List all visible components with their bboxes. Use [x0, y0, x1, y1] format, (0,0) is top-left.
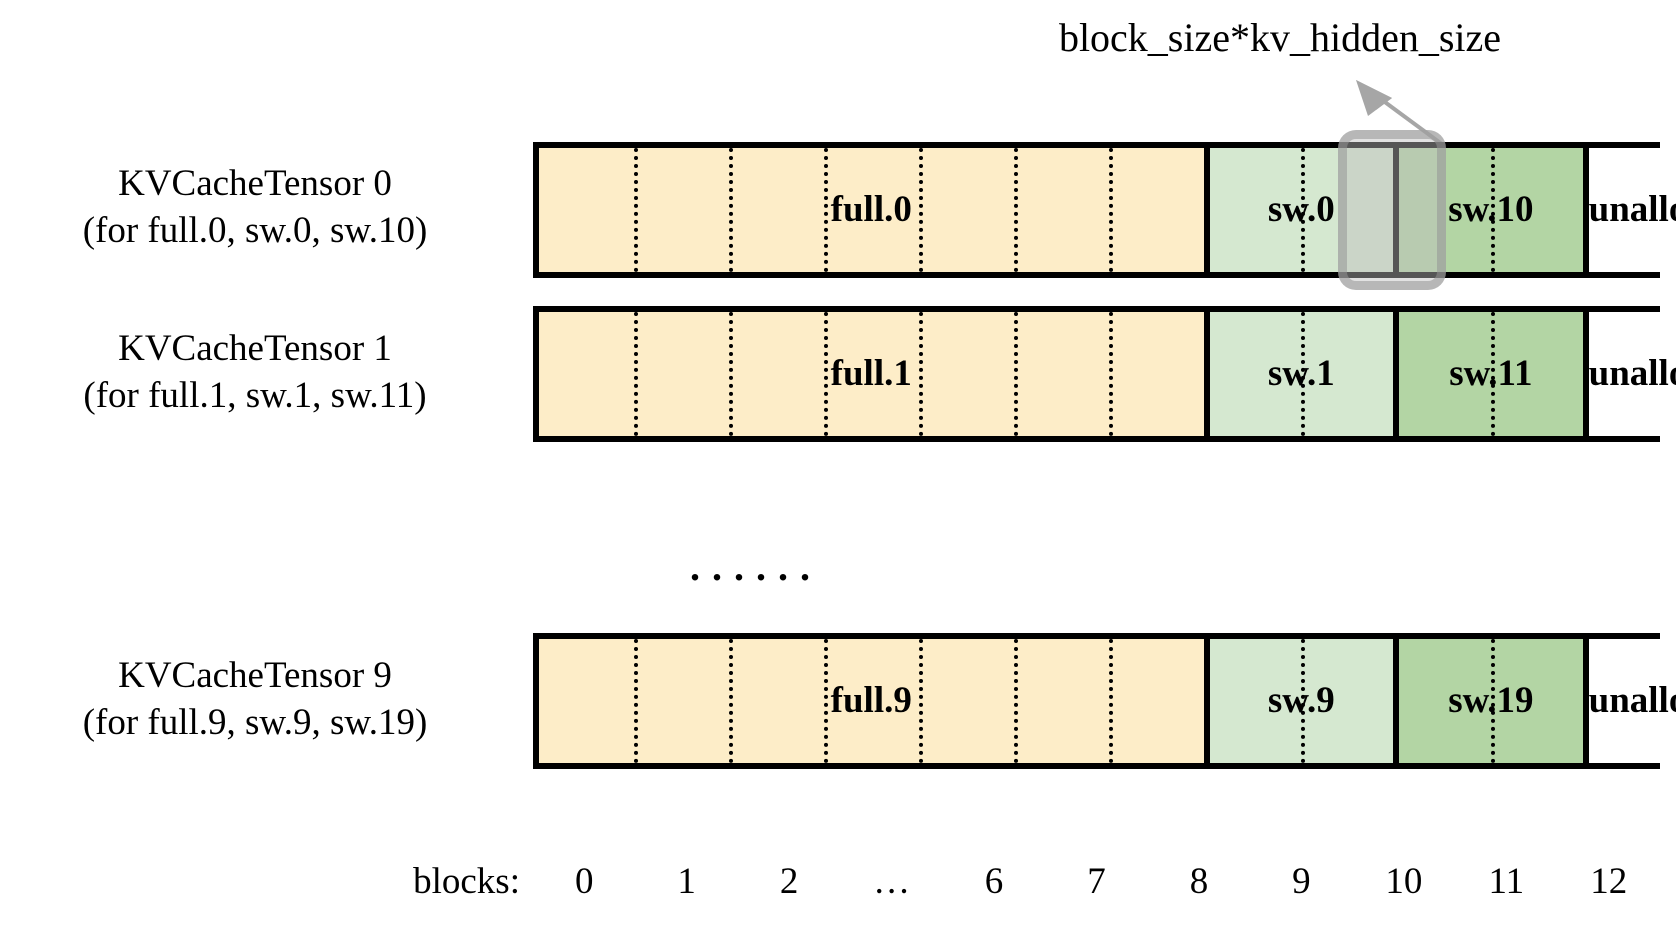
- blocks-tick-list: 0 1 2 … 6 7 8 9 10 11 12: [533, 860, 1660, 903]
- segment-sw-light[interactable]: sw.0: [1203, 148, 1394, 272]
- segment-unallocated[interactable]: unallocated: [1582, 148, 1676, 272]
- segment-label: full.0: [830, 188, 912, 230]
- one-block-highlight: [1338, 130, 1446, 290]
- annotation-label: block_size*kv_hidden_size: [1058, 15, 1502, 60]
- segment-label: sw.19: [1448, 679, 1534, 721]
- segment-label: full.1: [830, 352, 912, 394]
- segment-sw-light[interactable]: sw.1: [1203, 312, 1394, 436]
- blocks-axis: blocks: 0 1 2 … 6 7 8 9 10 11 12: [0, 860, 1676, 920]
- rows-ellipsis: ......: [690, 544, 822, 589]
- kvcachetensor-row-0[interactable]: full.0 sw.0 sw.10 unallocated: [533, 142, 1676, 278]
- blocks-tick: 9: [1292, 861, 1311, 902]
- blocks-axis-title: blocks:: [413, 861, 520, 902]
- segment-label: sw.0: [1267, 188, 1335, 230]
- segment-label: unallocated: [1588, 679, 1676, 721]
- row-label-line2: (for full.1, sw.1, sw.11): [83, 375, 427, 417]
- segment-label: sw.1: [1267, 352, 1335, 394]
- blocks-tick: 8: [1189, 861, 1209, 902]
- row-label-9: KVCacheTensor 9 (for full.9, sw.9, sw.19…: [0, 652, 510, 747]
- segment-label: sw.9: [1267, 679, 1335, 721]
- blocks-tick: 2: [779, 861, 799, 902]
- blocks-tick: 7: [1087, 861, 1106, 902]
- blocks-tick: …: [873, 861, 911, 902]
- segment-full[interactable]: full.1: [539, 312, 1204, 436]
- row-label-1: KVCacheTensor 1 (for full.1, sw.1, sw.11…: [0, 325, 510, 420]
- segment-sw-dark[interactable]: sw.19: [1393, 639, 1583, 763]
- segment-label: sw.11: [1449, 352, 1533, 394]
- row-label-line2: (for full.9, sw.9, sw.19): [82, 702, 428, 744]
- row-label-line1: KVCacheTensor 0: [118, 163, 392, 204]
- kvcachetensor-row-9[interactable]: full.9 sw.9 sw.19 unallocated: [533, 633, 1676, 769]
- segment-sw-dark[interactable]: sw.10: [1393, 148, 1583, 272]
- segment-unallocated[interactable]: unallocated: [1582, 639, 1676, 763]
- segment-sw-light[interactable]: sw.9: [1203, 639, 1394, 763]
- segment-unallocated[interactable]: unallocated: [1582, 312, 1676, 436]
- segment-sw-dark[interactable]: sw.11: [1393, 312, 1583, 436]
- blocks-tick: 10: [1385, 861, 1423, 902]
- blocks-tick: 11: [1488, 861, 1525, 902]
- segment-label: unallocated: [1588, 188, 1676, 230]
- segment-label: full.9: [830, 679, 912, 721]
- segment-label: unallocated: [1588, 352, 1676, 394]
- row-label-line2: (for full.0, sw.0, sw.10): [82, 210, 428, 252]
- row-label-0: KVCacheTensor 0 (for full.0, sw.0, sw.10…: [0, 160, 510, 255]
- blocks-tick: 1: [677, 861, 696, 902]
- kvcachetensor-row-1[interactable]: full.1 sw.1 sw.11 unallocated: [533, 306, 1676, 442]
- segment-full[interactable]: full.9: [539, 639, 1204, 763]
- blocks-tick: 0: [574, 861, 594, 902]
- blocks-tick: 6: [984, 861, 1004, 902]
- segment-label: sw.10: [1448, 188, 1534, 230]
- row-label-line1: KVCacheTensor 1: [118, 328, 392, 369]
- segment-full[interactable]: full.0: [539, 148, 1204, 272]
- row-label-line1: KVCacheTensor 9: [118, 655, 392, 696]
- blocks-tick: 12: [1590, 861, 1628, 902]
